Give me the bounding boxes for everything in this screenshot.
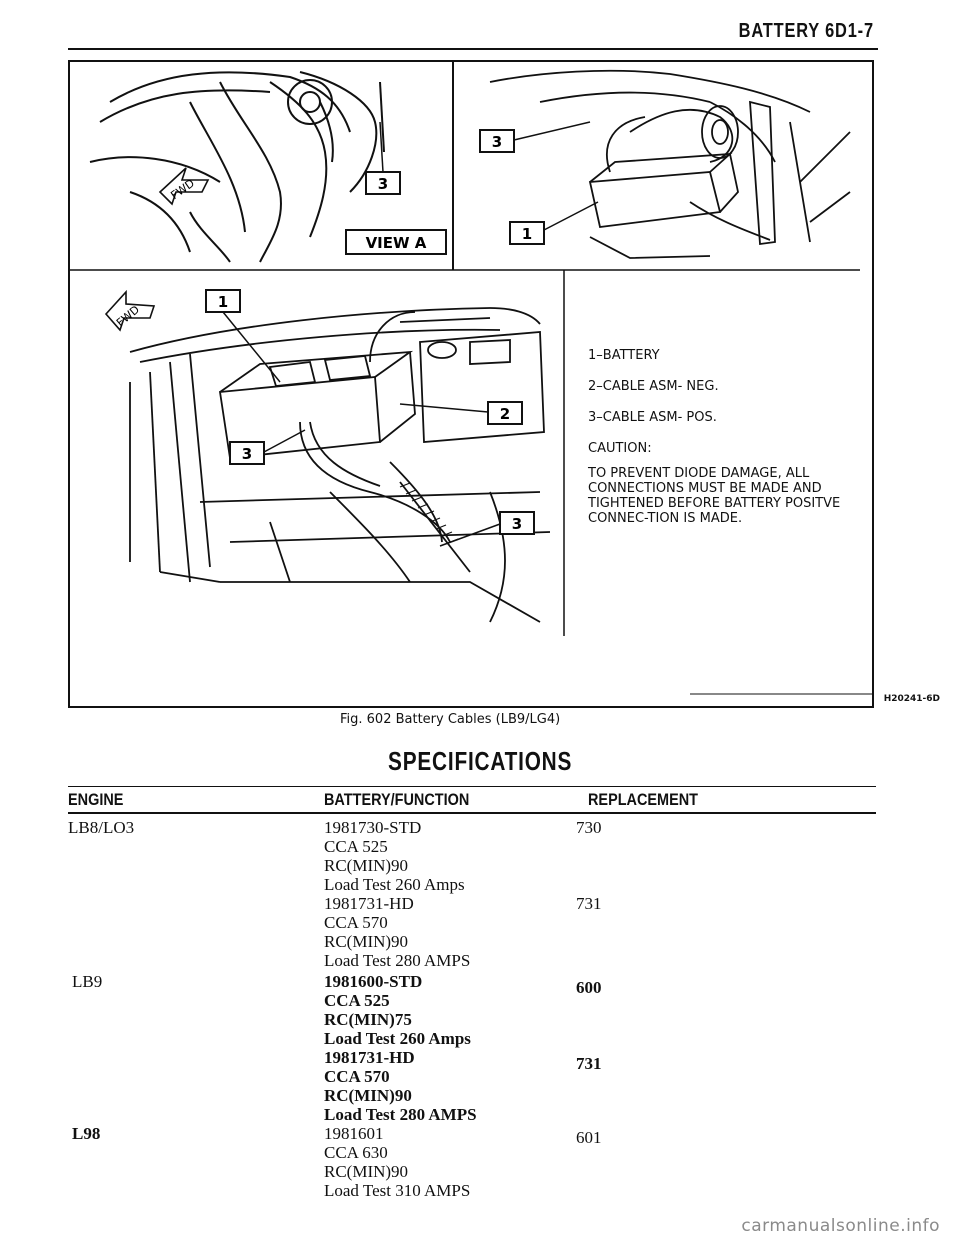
table-row: RC(MIN)90: [324, 856, 409, 875]
figure-frame: FWD 3 VIEW A 3: [68, 60, 874, 708]
page-title: BATTERY 6D1-7: [738, 20, 874, 42]
callout-3-main-left: 3: [242, 445, 252, 463]
engine-code: L98: [72, 1124, 101, 1143]
table-row: RC(MIN)90: [324, 1086, 412, 1105]
view-a-label: VIEW A: [366, 234, 427, 252]
engine-code: LB9: [72, 972, 103, 991]
table-row: CCA 630: [324, 1143, 388, 1162]
legend-item-battery: 1–BATTERY: [588, 348, 660, 363]
table-row: CCA 570: [324, 1067, 390, 1086]
table-row: CCA 525: [324, 837, 388, 856]
table-row: Load Test 310 AMPS: [324, 1181, 471, 1200]
table-row: Load Test 260 Amps: [324, 875, 465, 894]
legend-caution-text: TO PREVENT DIODE DAMAGE, ALL CONNECTIONS…: [588, 466, 841, 526]
table-row: Load Test 280 AMPS: [324, 951, 471, 970]
table-row: CCA 525: [324, 991, 390, 1010]
figure-caption: Fig. 602 Battery Cables (LB9/LG4): [340, 712, 561, 727]
table-row: RC(MIN)90: [324, 932, 409, 951]
table-row: Load Test 280 AMPS: [324, 1105, 477, 1124]
figure-code: H20241-6D: [883, 694, 940, 704]
legend-caution-label: CAUTION:: [588, 441, 652, 456]
engine-code: LB8/LO3: [68, 818, 135, 837]
battery-cable-illustration: FWD 3 VIEW A 3: [70, 62, 872, 695]
table-row: CCA 570: [324, 913, 388, 932]
callout-3-main-right: 3: [512, 515, 522, 533]
figure-legend: 1–BATTERY 2–CABLE ASM- NEG. 3–CABLE ASM-…: [588, 348, 848, 526]
header-engine: ENGINE: [68, 790, 124, 809]
callout-1-main: 1: [218, 293, 228, 311]
header-battery-function: BATTERY/FUNCTION: [324, 790, 470, 809]
fwd-label-main: FWD: [114, 303, 142, 329]
spec-table-header: ENGINE BATTERY/FUNCTION REPLACEMENT: [68, 786, 876, 814]
legend-item-neg-cable: 2–CABLE ASM- NEG.: [588, 379, 719, 394]
callout-3-closeup: 3: [492, 133, 502, 151]
callout-1-closeup: 1: [522, 225, 532, 243]
callout-3-view: 3: [378, 175, 388, 193]
legend-item-pos-cable: 3–CABLE ASM- POS.: [588, 410, 717, 425]
callout-2-main: 2: [500, 405, 510, 423]
header-replacement: REPLACEMENT: [588, 790, 698, 809]
page-header: BATTERY 6D1-7: [68, 18, 878, 50]
table-row: RC(MIN)90: [324, 1162, 409, 1181]
specifications-title: SPECIFICATIONS: [387, 746, 573, 776]
table-row: RC(MIN)75: [324, 1010, 412, 1029]
table-row: Load Test 260 Amps: [324, 1029, 471, 1048]
watermark: carmanualsonline.info: [741, 1216, 940, 1236]
